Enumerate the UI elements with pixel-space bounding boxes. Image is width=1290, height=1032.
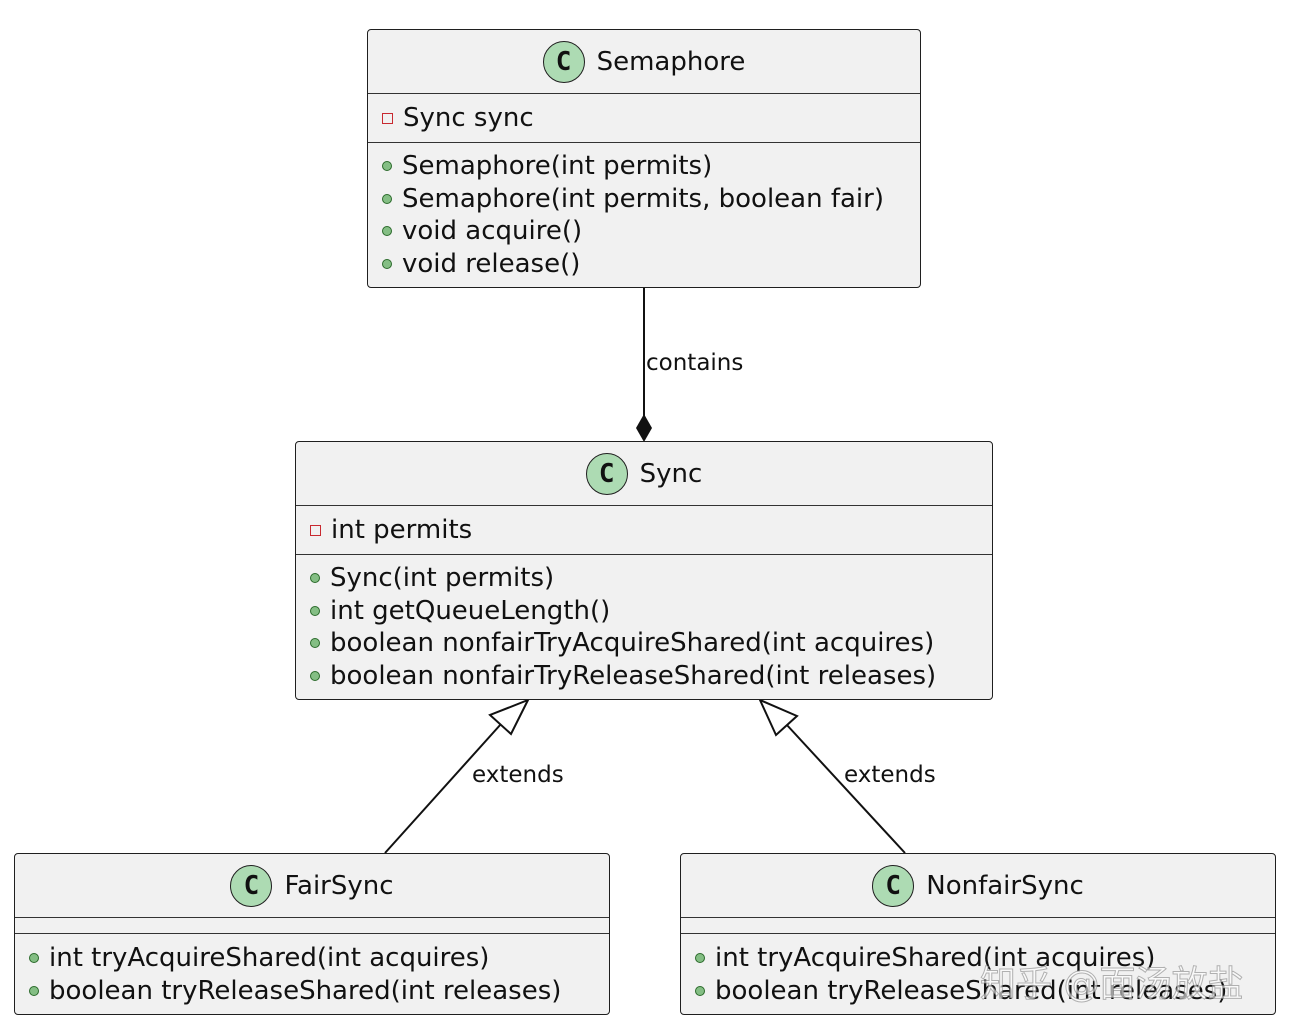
divider xyxy=(15,917,609,918)
public-visibility-icon xyxy=(695,986,705,996)
divider xyxy=(368,93,920,94)
extends-label-fair: extends xyxy=(472,762,564,788)
class-badge-icon: C xyxy=(542,40,585,83)
method-text: Sync(int permits) xyxy=(330,563,555,593)
method: boolean tryReleaseShared(int releases) xyxy=(695,975,1227,1007)
method: int tryAcquireShared(int acquires) xyxy=(695,942,1155,974)
field-text: int permits xyxy=(331,515,473,545)
method-text: void release() xyxy=(402,249,581,279)
composition-diamond xyxy=(636,414,652,442)
method-text: boolean tryReleaseShared(int releases) xyxy=(715,976,1228,1006)
divider xyxy=(681,933,1275,934)
public-visibility-icon xyxy=(695,953,705,963)
public-visibility-icon xyxy=(382,259,392,269)
public-visibility-icon xyxy=(310,671,320,681)
method-text: void acquire() xyxy=(402,216,583,246)
method-text: boolean nonfairTryReleaseShared(int rele… xyxy=(330,661,937,691)
class-name: NonfairSync xyxy=(926,870,1084,901)
private-visibility-icon xyxy=(310,524,321,536)
divider xyxy=(296,505,992,506)
class-semaphore: C Semaphore Sync sync Semaphore(int perm… xyxy=(367,29,921,288)
method: boolean nonfairTryReleaseShared(int rele… xyxy=(310,660,936,692)
class-header: C FairSync xyxy=(15,854,609,917)
public-visibility-icon xyxy=(310,606,320,616)
public-visibility-icon xyxy=(382,226,392,236)
method-text: Semaphore(int permits) xyxy=(402,151,713,181)
public-visibility-icon xyxy=(382,194,392,204)
extends-line-fair xyxy=(384,723,502,854)
method: Sync(int permits) xyxy=(310,562,554,594)
field: Sync sync xyxy=(382,102,534,134)
class-name: Sync xyxy=(639,458,703,489)
extends-label-nonfair: extends xyxy=(844,762,936,788)
class-fairsync: C FairSync int tryAcquireShared(int acqu… xyxy=(14,853,610,1015)
class-badge-icon: C xyxy=(585,452,628,495)
contains-label: contains xyxy=(646,350,744,376)
class-name: FairSync xyxy=(284,870,394,901)
method: boolean nonfairTryAcquireShared(int acqu… xyxy=(310,627,934,659)
private-visibility-icon xyxy=(382,112,393,124)
method: int tryAcquireShared(int acquires) xyxy=(29,942,489,974)
class-name: Semaphore xyxy=(596,46,746,77)
method-text: int tryAcquireShared(int acquires) xyxy=(49,943,490,973)
public-visibility-icon xyxy=(29,986,39,996)
method-text: Semaphore(int permits, boolean fair) xyxy=(402,184,884,214)
extends-line-nonfair xyxy=(785,723,906,854)
field-text: Sync sync xyxy=(403,103,534,133)
method: boolean tryReleaseShared(int releases) xyxy=(29,975,561,1007)
divider xyxy=(681,917,1275,918)
method: void acquire() xyxy=(382,215,582,247)
class-header: C Sync xyxy=(296,442,992,505)
public-visibility-icon xyxy=(310,573,320,583)
method-text: boolean nonfairTryAcquireShared(int acqu… xyxy=(330,628,935,658)
method: Semaphore(int permits) xyxy=(382,150,712,182)
method: Semaphore(int permits, boolean fair) xyxy=(382,183,884,215)
method-text: int getQueueLength() xyxy=(330,596,611,626)
class-header: C NonfairSync xyxy=(681,854,1275,917)
divider xyxy=(15,933,609,934)
class-header: C Semaphore xyxy=(368,30,920,93)
public-visibility-icon xyxy=(310,638,320,648)
method-text: boolean tryReleaseShared(int releases) xyxy=(49,976,562,1006)
public-visibility-icon xyxy=(29,953,39,963)
method-text: int tryAcquireShared(int acquires) xyxy=(715,943,1156,973)
class-nonfairsync: C NonfairSync int tryAcquireShared(int a… xyxy=(680,853,1276,1015)
method: int getQueueLength() xyxy=(310,595,610,627)
divider xyxy=(368,142,920,143)
public-visibility-icon xyxy=(382,161,392,171)
field: int permits xyxy=(310,514,472,546)
class-badge-icon: C xyxy=(872,864,915,907)
extends-arrowhead-fair xyxy=(488,698,531,736)
class-sync: C Sync int permits Sync(int permits) int… xyxy=(295,441,993,700)
extends-arrowhead-nonfair xyxy=(758,698,799,737)
divider xyxy=(296,554,992,555)
class-badge-icon: C xyxy=(230,864,273,907)
method: void release() xyxy=(382,248,580,280)
